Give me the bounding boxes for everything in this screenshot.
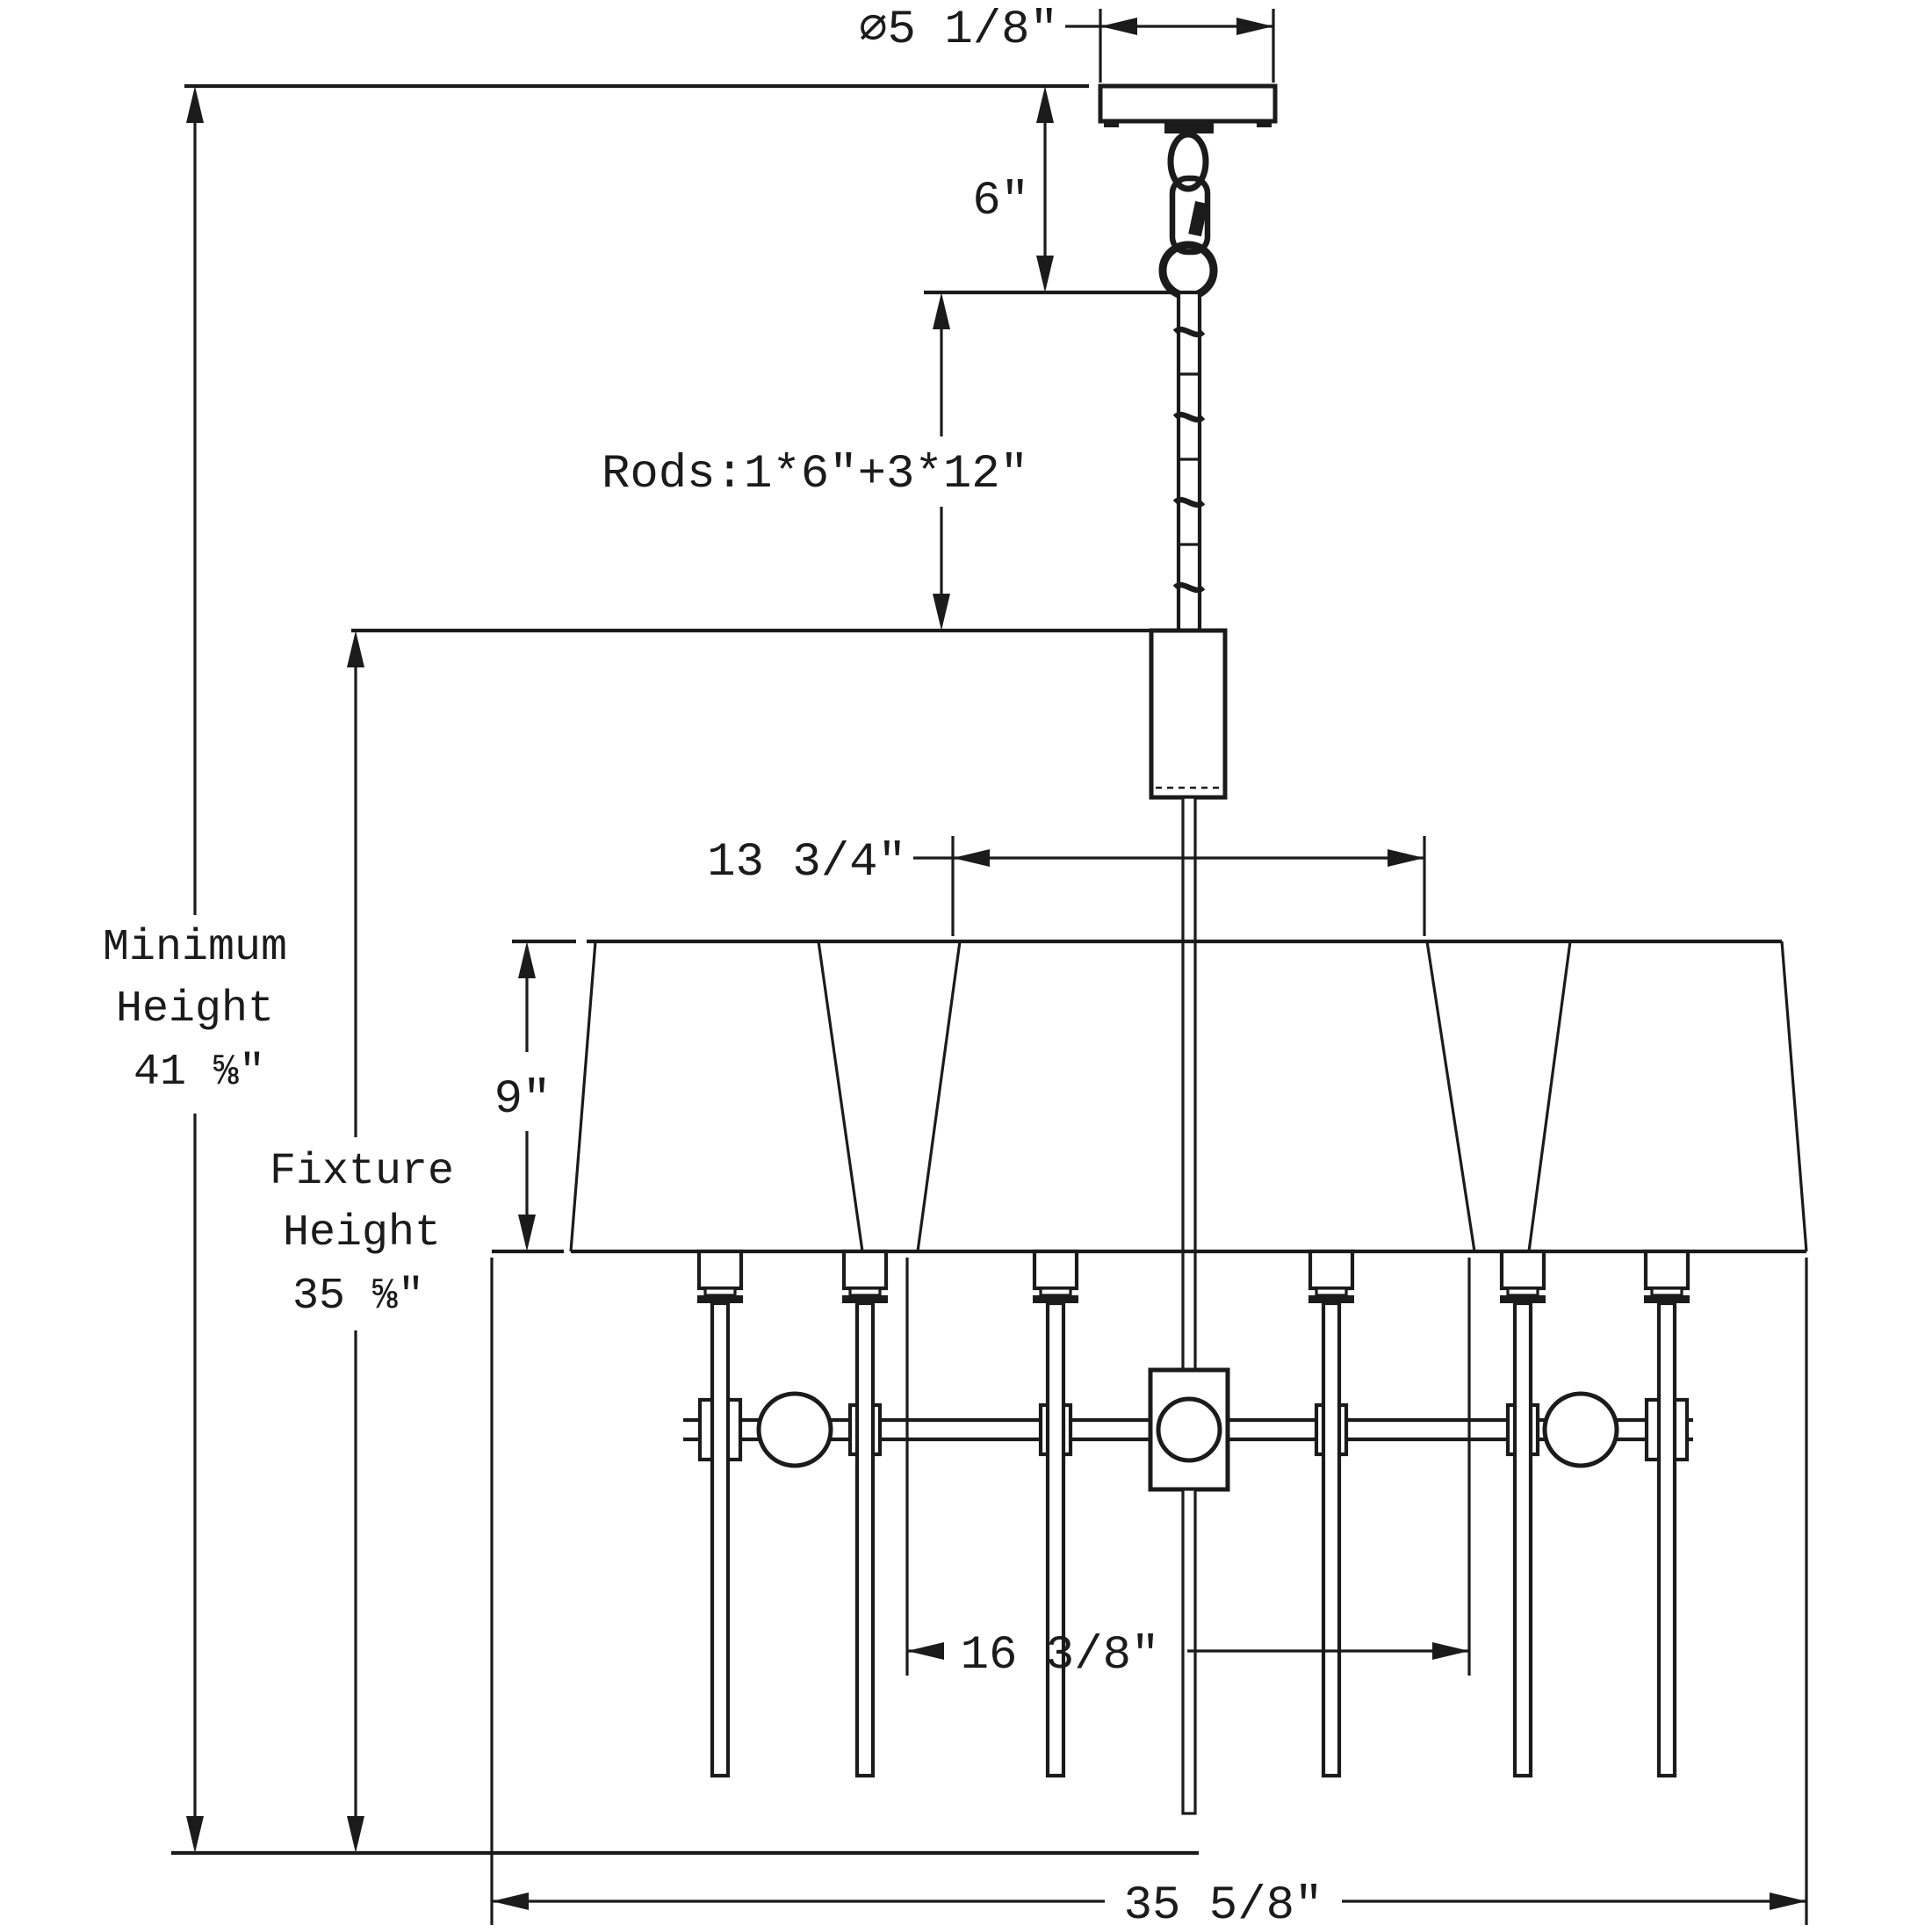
- arrow-down-icon: [347, 1816, 364, 1853]
- hub-ball: [1156, 1396, 1222, 1463]
- arrow-right-icon: [1388, 849, 1424, 867]
- shade-left-edge: [569, 941, 597, 1252]
- fixture-height-label-2: Height: [283, 1208, 441, 1258]
- stem-rod: [1176, 290, 1202, 633]
- arrow-up-icon: [1036, 86, 1054, 123]
- candle-cup: [1499, 1249, 1546, 1303]
- shade-height-label: 9″: [494, 1073, 551, 1127]
- candle-stem: [1045, 1301, 1066, 1778]
- arrow-down-icon: [933, 594, 950, 631]
- shade-top-diameter-label: 13 3/4″: [707, 836, 906, 890]
- arrow-down-icon: [1036, 256, 1054, 292]
- candle-cup: [841, 1249, 889, 1303]
- candle-stem: [1512, 1301, 1533, 1778]
- canopy-foot-right: [1257, 121, 1272, 127]
- overall-width-label: 35 5/8″: [1124, 1879, 1323, 1932]
- candle-cup: [696, 1249, 744, 1303]
- arm-ball-right: [1542, 1391, 1619, 1468]
- quick-link-sleeve: [1188, 200, 1208, 237]
- shade-seam: [1527, 941, 1572, 1252]
- center-stem-upper: [1181, 796, 1197, 1372]
- fixture-height-value: 35 ⅝″: [292, 1272, 424, 1322]
- arrow-right-icon: [1770, 1892, 1806, 1910]
- arrow-up-icon: [933, 292, 950, 329]
- candle-stem: [1656, 1301, 1677, 1778]
- canopy-socket: [1164, 121, 1214, 133]
- candle-stem: [854, 1301, 876, 1778]
- canopy-foot-left: [1104, 121, 1119, 127]
- minimum-height-label-1: Minimum: [103, 923, 287, 973]
- rod-twist-icon: [1172, 411, 1206, 423]
- arrow-left-icon: [907, 1642, 944, 1660]
- arrow-left-icon: [492, 1892, 529, 1910]
- minimum-height-label-2: Height: [116, 984, 274, 1034]
- fixture-height-label-1: Fixture: [270, 1147, 454, 1197]
- candle-stem: [710, 1301, 731, 1778]
- arrow-up-icon: [347, 631, 364, 667]
- shade-seam: [916, 941, 962, 1252]
- candle-cup: [1643, 1249, 1690, 1303]
- chain-quick-link-icon: [1169, 175, 1211, 256]
- wire-length-label: 6″: [972, 175, 1029, 228]
- arrow-up-icon: [518, 941, 536, 978]
- arrow-up-icon: [186, 86, 204, 123]
- arrow-down-icon: [518, 1215, 536, 1251]
- shade-seam: [1425, 941, 1476, 1252]
- rods-label: Rods:1*6″+3*12″: [602, 448, 1028, 501]
- rod-twist-icon: [1172, 581, 1206, 594]
- shade-seam: [817, 941, 864, 1252]
- chain-oval-link-icon: [1167, 131, 1209, 192]
- shade-right-edge: [1780, 941, 1808, 1252]
- candle-assemblies: [696, 1249, 1690, 1303]
- arm-ball-left: [756, 1391, 833, 1468]
- arrow-left-icon: [953, 849, 990, 867]
- canopy-plate: [1098, 83, 1278, 124]
- candle-cup: [1308, 1249, 1355, 1303]
- rod-twist-icon: [1172, 496, 1206, 508]
- rod-coupler-socket: [1149, 628, 1228, 800]
- arrow-left-icon: [1100, 18, 1137, 35]
- arrow-down-icon: [186, 1816, 204, 1853]
- candle-cup: [1032, 1249, 1079, 1303]
- arm-span-label: 16 3/8″: [961, 1629, 1160, 1683]
- candle-stem: [1321, 1301, 1342, 1778]
- arrow-right-icon: [1236, 18, 1273, 35]
- canopy-diameter-label: ⌀5 1/8″: [859, 4, 1058, 57]
- rod-twist-icon: [1172, 326, 1206, 338]
- minimum-height-value: 41 ⅝″: [133, 1048, 265, 1098]
- arrow-right-icon: [1432, 1642, 1469, 1660]
